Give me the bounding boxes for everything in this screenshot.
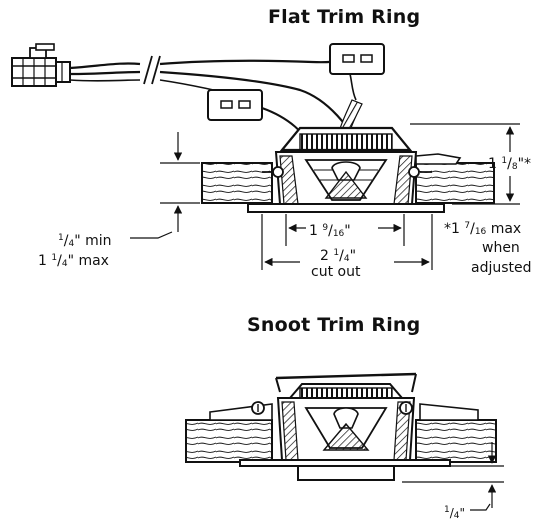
snoot-trim-title: Snoot Trim Ring: [247, 314, 421, 336]
cut-out-label: cut out: [311, 264, 361, 280]
ceiling-board-left: [201, 162, 273, 204]
height-label: 1 1/8"*: [488, 156, 532, 172]
snoot-depth-label: 1/4": [444, 505, 466, 521]
ceiling-thickness-dimension: [130, 132, 200, 239]
min-thickness-label: 1/4" min: [58, 233, 112, 249]
flat-fixture-housing: [247, 126, 462, 213]
snoot-fixture-housing: [209, 372, 479, 481]
adjust-note-line2: when: [482, 240, 520, 256]
adjust-note-label: *1 7/16 max: [444, 221, 522, 237]
outer-width-label: 2 1/4": [320, 248, 357, 264]
lower-spring-clip: [207, 89, 263, 121]
inner-width-dimension: [285, 214, 405, 246]
flat-trim-title: Flat Trim Ring: [268, 6, 421, 28]
outer-width-dimension: [261, 214, 433, 270]
adjust-note-line3: adjusted: [471, 260, 532, 276]
snoot-ceiling-board-left: [185, 419, 273, 463]
snoot-ceiling-board-right: [415, 419, 497, 463]
inner-width-label: 1 9/16": [309, 223, 351, 239]
height-dimension: [410, 123, 520, 205]
plug-connector: [11, 43, 71, 87]
ceiling-board-right: [415, 162, 495, 204]
snoot-depth-dimension: [402, 442, 504, 511]
max-thickness-label: 1 1/4" max: [38, 253, 109, 269]
upper-spring-clip: [329, 43, 385, 101]
